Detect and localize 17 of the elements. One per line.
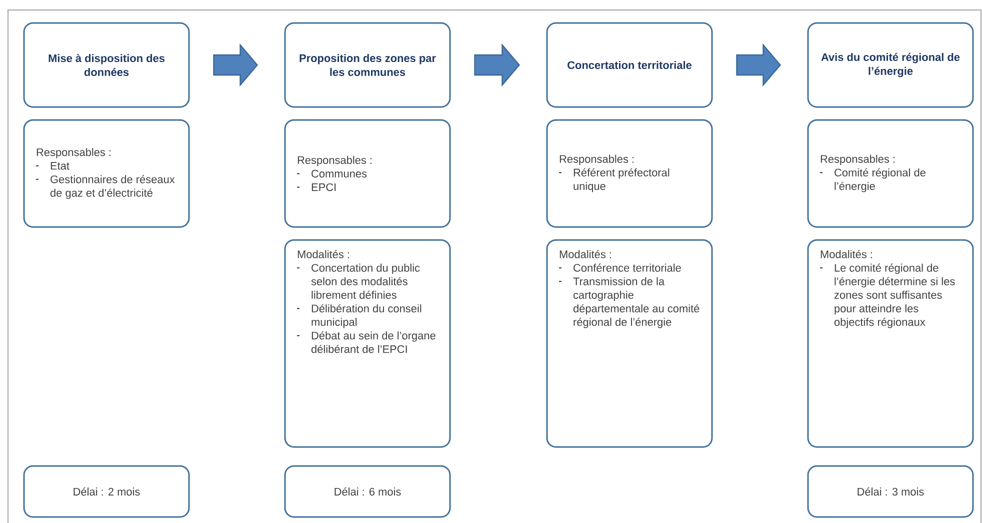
step-box: Mise à disposition des données: [23, 22, 190, 108]
step-box: Concertation territoriale: [546, 22, 713, 108]
info-box: Modalités : Le comité régional de l’énergie détermine si les zones sont suffisantes pour atteindre les objectifs régionaux: [807, 239, 974, 448]
step-box: Proposition des zones par les communes: [284, 22, 451, 108]
delay-box: Délai : 6 mois: [284, 465, 451, 518]
info-box: Responsables : Etat Gestionnaires de réseaux de gaz et d’électricité: [23, 119, 190, 228]
info-box: Modalités : Conférence territoriale Transmission de la cartographie départementale au comité régional de l’énergie: [546, 239, 713, 448]
block-arrow: [213, 43, 258, 87]
info-box: Responsables : Communes EPCI: [284, 119, 451, 228]
step-box: Avis du comité régional de l’énergie: [807, 22, 974, 108]
info-box: Responsables : Comité régional de l’énergie: [807, 119, 974, 228]
info-box: Modalités : Concertation du public selon des modalités librement définies Délibération du conseil municipal Débat au sein de l’organe délibérant de l’EPCI: [284, 239, 451, 448]
delay-box: Délai : 2 mois: [23, 465, 190, 518]
info-box: Responsables : Référent préfectoral unique: [546, 119, 713, 228]
delay-box: Délai : 3 mois: [807, 465, 974, 518]
block-arrow: [736, 43, 782, 87]
block-arrow: [474, 43, 520, 87]
